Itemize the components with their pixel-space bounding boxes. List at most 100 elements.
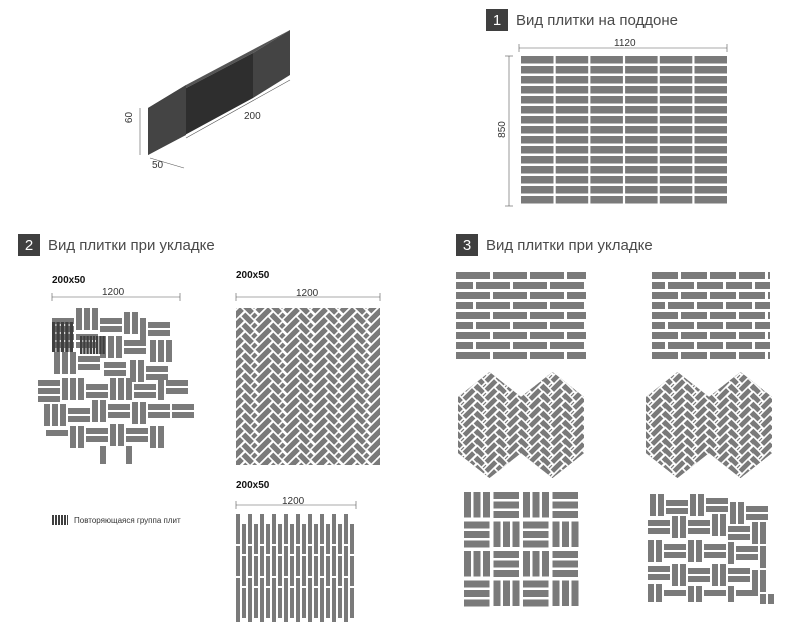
- pallet-tile: [659, 116, 693, 124]
- stack-tile: [248, 514, 252, 544]
- herringbone-tile: [482, 372, 514, 377]
- pallet-tile: [590, 96, 623, 104]
- repeat-group-tile: [96, 336, 99, 354]
- herringbone-tile: [581, 372, 584, 395]
- herringbone-tile: [769, 381, 772, 413]
- basket-tile: [108, 336, 114, 358]
- mixed-basket-tile: [648, 574, 670, 580]
- herringbone-tile: [769, 435, 772, 467]
- herringbone-tile: [460, 372, 492, 377]
- herringbone-tile: [646, 453, 658, 478]
- stack-tile: [254, 556, 258, 586]
- running-bond-tile: [513, 342, 547, 349]
- herringbone-tile: [758, 408, 772, 440]
- herringbone-tile: [352, 460, 363, 465]
- herringbone-tile: [747, 462, 772, 478]
- herringbone-tile: [338, 271, 371, 304]
- running-bond-tile: [493, 312, 527, 319]
- mixed-basket-tile: [706, 506, 728, 512]
- mixed-basket-tile: [760, 594, 766, 604]
- mixed-basket-tile: [712, 564, 718, 586]
- herringbone-tile: [769, 399, 772, 431]
- section3-header: 3 Вид плитки при укладке: [456, 234, 653, 256]
- basket-tile: [158, 378, 164, 400]
- stack-tile: [284, 598, 288, 622]
- herringbone-tile: [249, 460, 260, 465]
- brick-width-dim: 50: [152, 160, 164, 171]
- herringbone-tile: [324, 460, 335, 465]
- mixed-basket-tile: [728, 568, 750, 574]
- pallet-tile: [590, 66, 623, 74]
- basketweave-tile: [493, 511, 519, 518]
- herringbone-tile: [692, 471, 724, 478]
- pallet-tile: [694, 86, 727, 94]
- herringbone-tile: [646, 372, 658, 395]
- running-bond-tile: [493, 272, 527, 279]
- mixed-basket-tile: [728, 542, 734, 564]
- herringbone-tile: [769, 372, 772, 377]
- basket-tile: [146, 366, 168, 372]
- stack-tile: [308, 598, 312, 622]
- brick-length-line: [185, 79, 291, 139]
- mixed-basket-tile: [658, 494, 664, 516]
- repeat-group-tile: [89, 336, 92, 354]
- pallet-tile: [521, 136, 554, 144]
- basketweave-tile: [464, 599, 490, 607]
- basket-tile: [104, 362, 126, 368]
- basket-tile: [44, 404, 50, 426]
- pallet-tile: [521, 106, 554, 114]
- herringbone-tile: [646, 372, 658, 386]
- pallet-tile: [555, 146, 589, 154]
- stack-tile: [308, 514, 312, 544]
- mixed-basket-tile: [720, 564, 726, 586]
- herringbone-tile: [758, 471, 772, 478]
- pallet-tile: [555, 176, 589, 184]
- mixed-basket-tile: [752, 570, 758, 592]
- mixed-basket-tile: [704, 544, 726, 550]
- herringbone-tile: [646, 372, 669, 386]
- herringbone-tile: [458, 372, 470, 386]
- mixed-basket-tile: [736, 590, 758, 596]
- stack-tile: [260, 578, 264, 608]
- mixed-basket-tile: [712, 514, 718, 536]
- stack-size-label: 200х50: [236, 480, 270, 491]
- stack-tile: [248, 546, 252, 576]
- mixed-basket-tile: [746, 506, 768, 512]
- pallet-tile: [555, 66, 589, 74]
- basket-tile: [68, 416, 90, 422]
- herringbone-tile: [646, 462, 669, 478]
- herringbone-tile: [758, 372, 772, 395]
- basketweave-tile: [464, 492, 471, 518]
- stack-tile: [326, 524, 330, 554]
- pallet-tile: [555, 106, 589, 114]
- running-bond-tile-fine: [710, 312, 736, 319]
- repeat-group-tile: [80, 336, 83, 354]
- brick-side-face: [148, 85, 186, 155]
- basketweave-tile: [562, 580, 569, 606]
- stack-tile: [326, 598, 330, 612]
- stack-tile: [242, 598, 246, 612]
- herringbone-tile: [333, 460, 344, 465]
- pallet-tile: [590, 156, 623, 164]
- mixed-basket-tile: [704, 590, 726, 596]
- running-bond-tile: [493, 332, 527, 339]
- pallet-tile: [521, 56, 554, 64]
- pallet-tile: [590, 116, 623, 124]
- basket-tile: [86, 428, 108, 434]
- herringbone-tile: [380, 291, 413, 324]
- running-bond-tile-fine: [755, 282, 770, 289]
- herringbone-tile: [692, 372, 724, 395]
- running-bond-tile-fine: [768, 312, 770, 319]
- stack-tile: [248, 598, 252, 622]
- pallet-tile: [521, 126, 554, 134]
- repeat-group-tile: [69, 322, 73, 352]
- stack-tile: [236, 514, 240, 544]
- mixed-basket-tile: [736, 554, 758, 560]
- pallet-tile: [521, 96, 554, 104]
- mixed-basket-tile: [648, 566, 670, 572]
- stack-tile: [320, 598, 324, 622]
- stack-tile: [350, 556, 354, 586]
- running-bond-tile: [530, 292, 564, 299]
- herringbone-tile: [581, 453, 584, 478]
- herringbone-tile: [581, 381, 584, 413]
